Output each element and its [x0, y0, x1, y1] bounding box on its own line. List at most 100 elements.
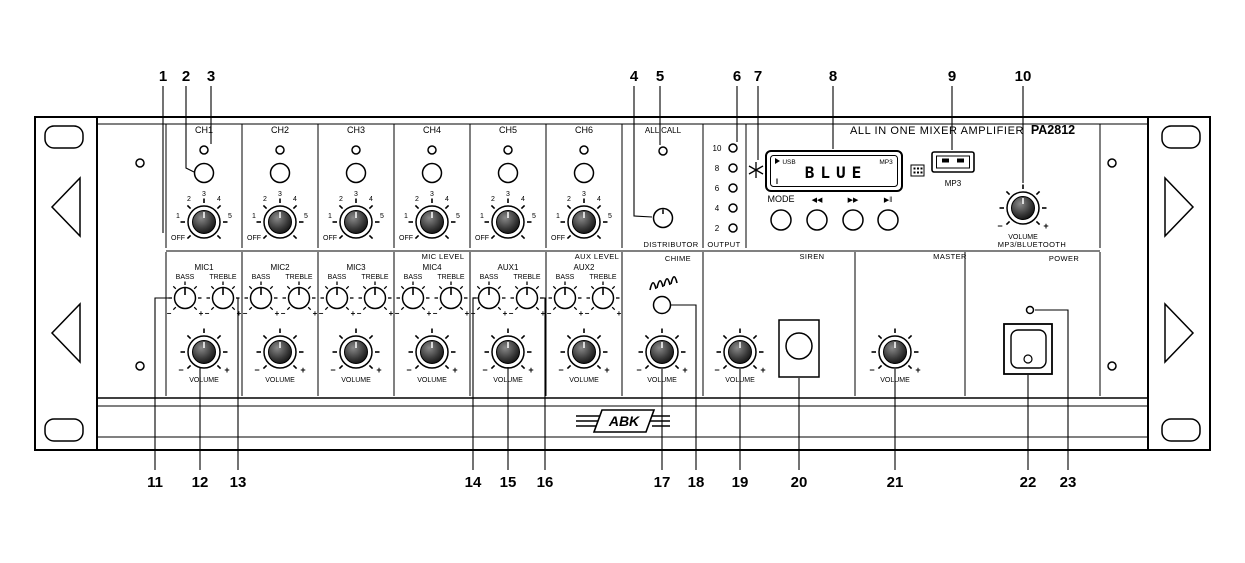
remote-sensor-icon — [910, 164, 925, 177]
screw — [135, 361, 145, 371]
siren-label: SIREN — [800, 252, 825, 261]
channel-ch5: CH5 — [475, 125, 537, 242]
channel-label: CH2 — [271, 125, 289, 135]
mode-label: MODE — [768, 194, 795, 204]
output-led-4 — [728, 203, 738, 213]
callout-10: 10 — [1015, 68, 1032, 85]
callout-18: 18 — [688, 474, 705, 491]
screw — [1107, 158, 1117, 168]
tone-section-mic4: MIC4 VOLUME — [395, 263, 470, 384]
meter-2-label: 2 — [715, 224, 720, 233]
output-led-8 — [728, 163, 738, 173]
callout-21: 21 — [887, 474, 904, 491]
channel-label: CH4 — [423, 125, 441, 135]
power-switch[interactable] — [1003, 323, 1053, 375]
section-name: AUX2 — [574, 263, 595, 272]
all-call-section: ALL CALL DISTRIBUTOR — [643, 126, 698, 249]
logo-text: ABK — [608, 413, 640, 429]
callout-3: 3 — [207, 68, 215, 85]
model-number: PA2812 — [1031, 123, 1075, 137]
tone-section-mic3: MIC3 VOLUME — [319, 263, 394, 384]
usb-port[interactable] — [931, 151, 975, 173]
meter-4-label: 4 — [715, 204, 720, 213]
volume-label: VOLUME — [265, 377, 295, 384]
volume-label: VOLUME — [417, 377, 447, 384]
ch5-signal-led — [503, 145, 513, 155]
output-led-2 — [728, 223, 738, 233]
rack-ear-cutouts — [44, 125, 1201, 442]
chime-button[interactable] — [652, 295, 672, 315]
play-pause-button[interactable] — [877, 209, 899, 231]
volume-label: VOLUME — [569, 377, 599, 384]
power-section — [1003, 305, 1053, 375]
pause-indicator-icon: ‖ — [776, 179, 779, 186]
usb-play-icon — [775, 158, 780, 164]
section-name: MIC3 — [346, 263, 366, 272]
section-dividers — [165, 124, 1101, 396]
screw — [1107, 361, 1117, 371]
next-button[interactable] — [842, 209, 864, 231]
product-title: ALL IN ONE MIXER AMPLIFIER — [850, 125, 1024, 137]
callout-9: 9 — [948, 68, 956, 85]
chime-icon — [649, 275, 678, 291]
master-label: MASTER — [933, 252, 967, 261]
bluetooth-indicator-icon — [748, 162, 764, 178]
all-call-knob[interactable] — [652, 207, 674, 229]
ch5-gain-knob[interactable] — [497, 162, 519, 184]
mp3-display: USB MP3 ‖ BLUE — [765, 150, 903, 192]
callout-11: 11 — [147, 474, 163, 491]
ch1-signal-led — [199, 145, 209, 155]
display-text: BLUE — [805, 163, 868, 182]
output-led-10 — [728, 143, 738, 153]
screw — [135, 158, 145, 168]
mode-button[interactable] — [770, 209, 792, 231]
ch4-gain-knob[interactable] — [421, 162, 443, 184]
callout-lines — [154, 86, 1069, 470]
callout-8: 8 — [829, 68, 837, 85]
channel-ch3: CH3 — [323, 125, 385, 242]
ch1-gain-knob[interactable] — [193, 162, 215, 184]
callout-22: 22 — [1020, 474, 1037, 491]
callout-16: 16 — [537, 474, 554, 491]
distributor-label: DISTRIBUTOR — [643, 240, 698, 249]
section-name: AUX1 — [498, 263, 519, 272]
play-pause-icon: ▶‖ — [884, 197, 892, 204]
callout-12: 12 — [192, 474, 209, 491]
mic-level-label: MIC LEVEL — [422, 252, 465, 261]
tone-section-mic2: MIC2 VOLUME — [243, 263, 318, 384]
all-call-led — [658, 146, 668, 156]
callout-19: 19 — [732, 474, 749, 491]
player-controls: MODE ◀◀ ▶▶ ▶‖ — [768, 194, 899, 231]
output-label: OUTPUT — [707, 240, 740, 249]
output-led-6 — [728, 183, 738, 193]
aux-level-label: AUX LEVEL — [575, 252, 619, 261]
callout-2: 2 — [182, 68, 190, 85]
all-call-label: ALL CALL — [645, 126, 682, 135]
channel-label: CH6 — [575, 125, 593, 135]
ch2-gain-knob[interactable] — [269, 162, 291, 184]
ch3-signal-led — [351, 145, 361, 155]
ch2-signal-led — [275, 145, 285, 155]
callout-6: 6 — [733, 68, 741, 85]
usb-port-label: MP3 — [945, 179, 962, 188]
callout-numbers-bottom: 11 12 13 14 15 16 17 18 19 20 21 22 23 — [147, 474, 1076, 491]
callout-17: 17 — [654, 474, 671, 491]
callout-20: 20 — [791, 474, 808, 491]
section-name: MIC2 — [270, 263, 290, 272]
callout-1: 1 — [159, 68, 167, 85]
tone-section-mic1: MIC1 VOLUME — [167, 263, 242, 384]
channel-ch6: CH6 — [551, 125, 613, 242]
callout-13: 13 — [230, 474, 247, 491]
prev-icon: ◀◀ — [812, 197, 823, 204]
prev-button[interactable] — [806, 209, 828, 231]
siren-button[interactable] — [778, 319, 820, 378]
ch6-gain-knob[interactable] — [573, 162, 595, 184]
volume-label: VOLUME — [189, 377, 219, 384]
meter-8-label: 8 — [715, 164, 720, 173]
brand-logo: ABK — [576, 409, 670, 433]
volume-label: VOLUME — [341, 377, 371, 384]
ch3-gain-knob[interactable] — [345, 162, 367, 184]
power-led — [1025, 305, 1035, 315]
callout-15: 15 — [500, 474, 517, 491]
